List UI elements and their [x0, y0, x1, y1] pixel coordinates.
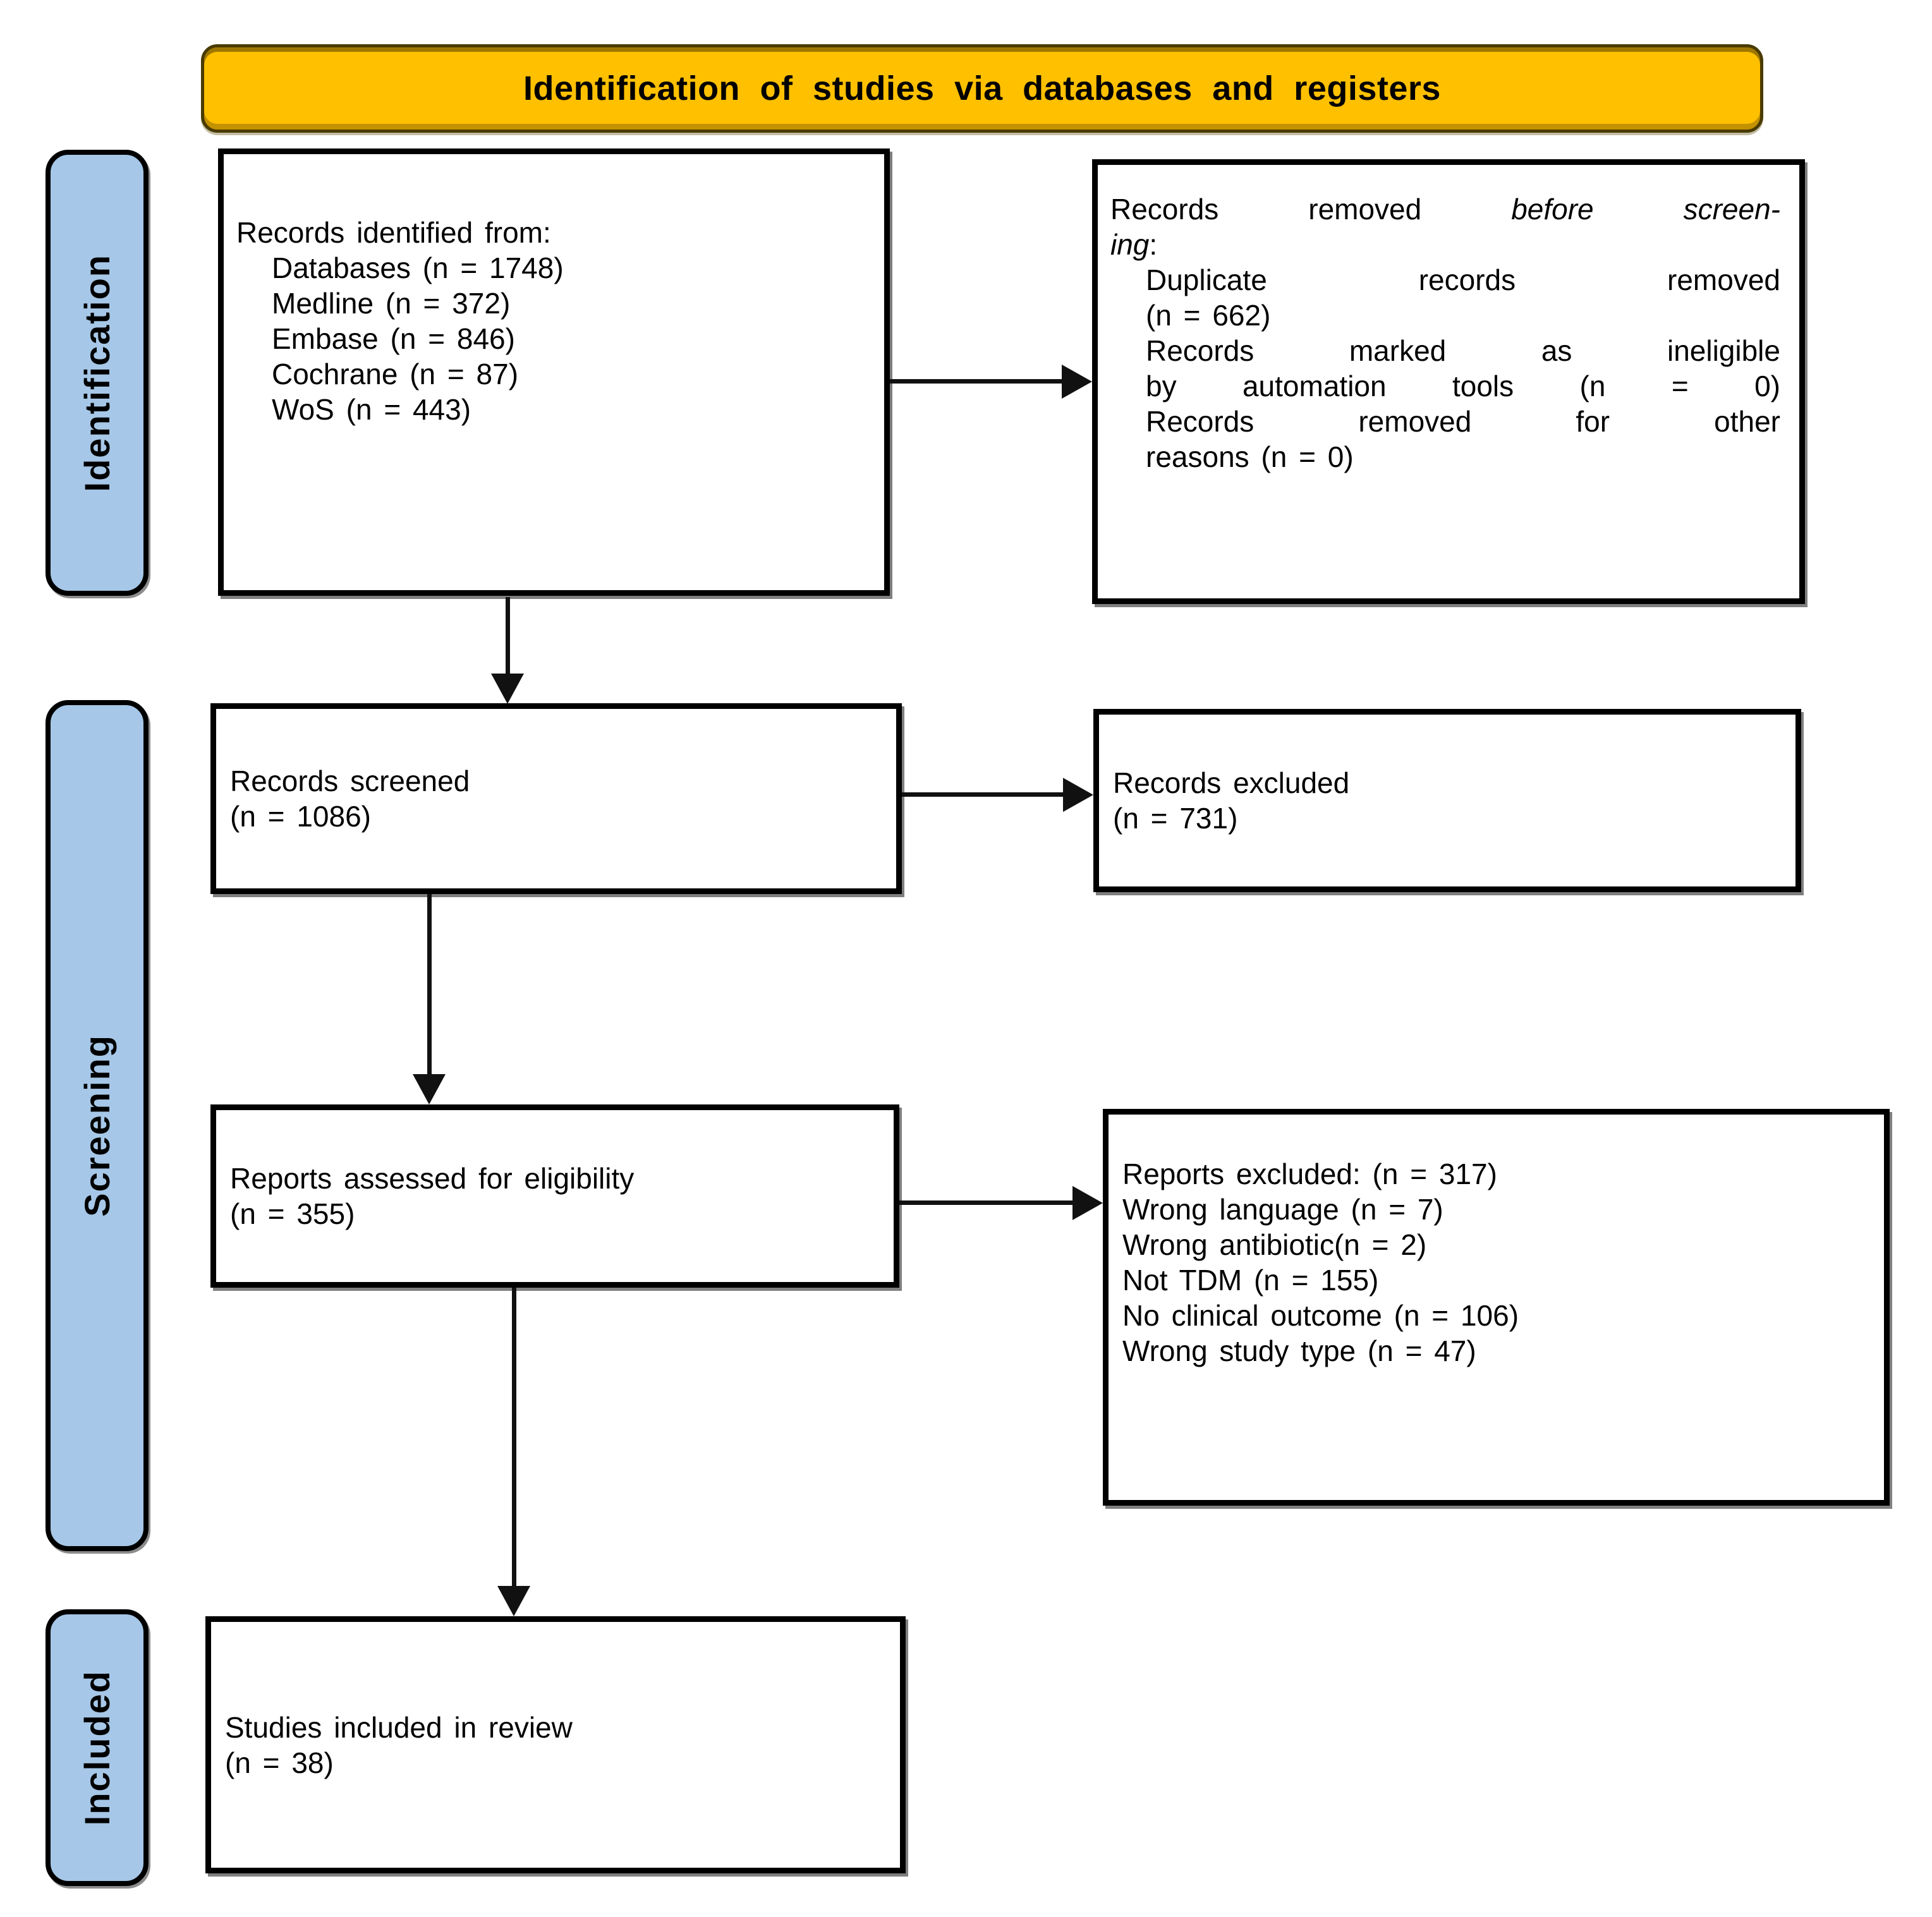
box-studies-included: Studies included in review (n = 38)	[205, 1616, 906, 1873]
arrowhead-right-icon	[1072, 1186, 1103, 1220]
records-removed-heading-suffix: :	[1149, 228, 1158, 261]
sidebar-included-label: Included	[77, 1669, 117, 1826]
reports-excluded-line: Reports excluded: (n = 317)	[1122, 1158, 1497, 1190]
records-identified-items: Databases (n = 1748) Medline (n = 372) E…	[272, 250, 863, 427]
box-records-excluded: Records excluded (n = 731)	[1093, 709, 1801, 892]
reports-assessed-line: Reports assessed for eligibility	[230, 1162, 635, 1195]
records-removed-heading-line1: Records removed before screen-	[1110, 191, 1780, 227]
arrow-screened-to-excluded	[902, 792, 1066, 797]
records-identified-item: Cochrane (n = 87)	[272, 358, 519, 390]
sidebar-identification-label: Identification	[77, 253, 117, 492]
records-removed-heading-italic: ing	[1110, 228, 1150, 261]
arrowhead-right-icon	[1063, 778, 1093, 812]
arrowhead-down-icon	[491, 674, 524, 704]
sidebar-screening: Screening	[46, 700, 149, 1551]
records-identified-item: WoS (n = 443)	[272, 393, 471, 426]
records-identified-item: Embase (n = 846)	[272, 322, 515, 355]
reports-excluded-line: Wrong language (n = 7)	[1122, 1193, 1443, 1226]
box-records-screened: Records screened (n = 1086)	[210, 703, 902, 894]
records-removed-item-line: reasons (n = 0)	[1146, 440, 1354, 473]
arrow-identified-to-removed	[890, 379, 1065, 384]
banner-title: Identification of studies via databases …	[523, 70, 1441, 107]
sidebar-identification: Identification	[46, 150, 149, 596]
records-screened-count: (n = 1086)	[230, 800, 371, 833]
studies-included-count: (n = 38)	[225, 1746, 334, 1779]
reports-assessed-count: (n = 355)	[230, 1197, 355, 1230]
records-excluded-count: (n = 731)	[1113, 802, 1238, 835]
sidebar-screening-label: Screening	[77, 1034, 117, 1217]
reports-excluded-line: Wrong antibiotic(n = 2)	[1122, 1228, 1427, 1261]
records-identified-item: Medline (n = 372)	[272, 287, 511, 320]
records-removed-items: Duplicate records removed (n = 662) Reco…	[1146, 262, 1780, 475]
arrow-assessed-to-reports-excluded	[899, 1200, 1074, 1205]
arrow-identified-to-screened	[506, 597, 510, 676]
box-records-removed: Records removed before screen- ing: Dupl…	[1092, 159, 1805, 604]
box-reports-excluded: Reports excluded: (n = 317) Wrong langua…	[1103, 1109, 1890, 1506]
reports-excluded-line: Not TDM (n = 155)	[1122, 1264, 1379, 1297]
records-removed-item-line: Duplicate records removed	[1146, 263, 1780, 296]
records-removed-item-line: (n = 662)	[1146, 299, 1271, 332]
arrowhead-down-icon	[497, 1586, 530, 1616]
reports-excluded-line: No clinical outcome (n = 106)	[1122, 1299, 1519, 1332]
reports-excluded-line: Wrong study type (n = 47)	[1122, 1334, 1476, 1367]
box-reports-assessed: Reports assessed for eligibility (n = 35…	[210, 1104, 899, 1288]
arrow-screened-to-assessed	[427, 894, 432, 1077]
records-removed-item-line: Records marked as ineligible	[1146, 334, 1780, 367]
records-excluded-line: Records excluded	[1113, 766, 1350, 799]
records-removed-item-line: Records removed for other	[1146, 405, 1780, 438]
studies-included-line: Studies included in review	[225, 1710, 573, 1744]
records-removed-heading-italic: before screen-	[1511, 193, 1780, 226]
box-records-identified: Records identified from: Databases (n = …	[218, 148, 890, 596]
records-removed-heading-prefix: Records removed	[1110, 193, 1512, 226]
arrow-assessed-to-included	[512, 1288, 516, 1588]
records-identified-intro: Records identified from:	[236, 216, 551, 249]
records-identified-item: Databases (n = 1748)	[272, 251, 564, 284]
records-removed-item-line: by automation tools (n = 0)	[1146, 370, 1780, 402]
records-removed-heading-line2: ing:	[1110, 227, 1780, 262]
arrowhead-right-icon	[1062, 365, 1092, 399]
records-screened-line: Records screened	[230, 765, 470, 797]
arrowhead-down-icon	[413, 1074, 446, 1104]
sidebar-included: Included	[46, 1609, 149, 1886]
banner: Identification of studies via databases …	[201, 44, 1763, 133]
